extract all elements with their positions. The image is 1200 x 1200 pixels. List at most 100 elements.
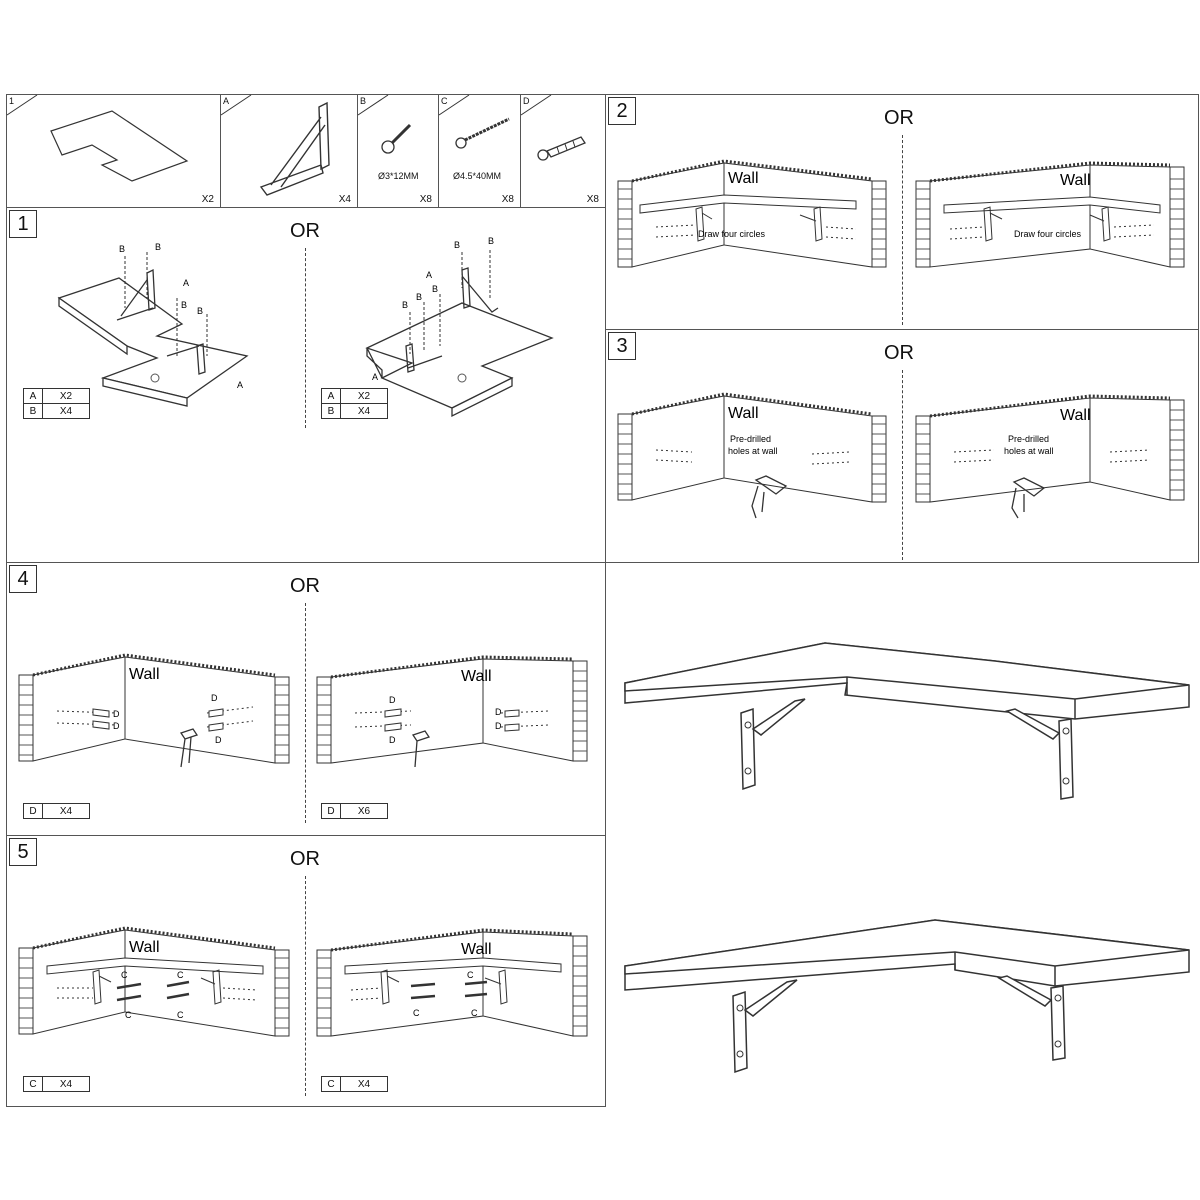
- letter-c: C: [413, 1008, 420, 1018]
- letter-d: D: [495, 721, 502, 731]
- step1-left-assembly-diagram: B B A B B A: [57, 242, 249, 407]
- part-qty: X8: [419, 194, 432, 205]
- step2-right-wall-diagram: Wall Draw four circles: [915, 161, 1185, 268]
- part-qty: X8: [501, 194, 514, 205]
- wall-anchor-icon: [537, 136, 586, 161]
- part-board-cell: 1 X2: [6, 94, 221, 207]
- or-label: OR: [290, 848, 320, 870]
- legend-qty: X4: [340, 1076, 388, 1092]
- letter-c: C: [121, 970, 128, 980]
- step2-note: Draw four circles: [698, 229, 766, 239]
- legend-key: D: [321, 803, 341, 819]
- letter-b: B: [155, 242, 161, 252]
- dashed-divider: [902, 135, 903, 325]
- step4-right-wall-diagram: Wall D D D D: [316, 655, 588, 768]
- legend-key: D: [23, 803, 43, 819]
- letter-a: A: [183, 278, 189, 288]
- part-bracket-cell: A X4: [220, 94, 358, 207]
- dashed-divider: [902, 370, 903, 560]
- part-tag: A: [223, 96, 230, 106]
- dashed-divider: [305, 248, 306, 428]
- short-screw-icon: [381, 123, 412, 154]
- part-tag: C: [441, 96, 448, 106]
- parts-panel: 1 X2 A X4 B Ø3*12MM X8 C Ø4.5*40MM X8: [6, 94, 606, 208]
- wall-label: Wall: [461, 668, 492, 685]
- part-qty: X8: [586, 194, 599, 205]
- letter-a: A: [372, 372, 378, 382]
- part-qty: X2: [201, 194, 214, 205]
- wall-label: Wall: [728, 170, 759, 187]
- letter-d: D: [495, 707, 502, 717]
- board-part-icon: [50, 110, 189, 182]
- letter-b: B: [488, 236, 494, 246]
- legend-key: C: [321, 1076, 341, 1092]
- part-tag: B: [360, 96, 367, 106]
- step3-left-wall-diagram: Wall Pre-drilled holes at wall: [617, 392, 887, 519]
- letter-d: D: [215, 735, 222, 745]
- or-label: OR: [884, 107, 914, 129]
- part-tag: D: [523, 96, 530, 106]
- letter-b: B: [119, 244, 125, 254]
- step-number: 3: [608, 332, 636, 360]
- legend-qty: X4: [42, 803, 90, 819]
- letter-c: C: [467, 970, 474, 980]
- part-tag: 1: [9, 96, 15, 106]
- step1-right-assembly-diagram: B B A B B B A: [365, 236, 554, 418]
- letter-c: C: [177, 970, 184, 980]
- legend-key: C: [23, 1076, 43, 1092]
- step-number: 1: [9, 210, 37, 238]
- letter-b: B: [416, 292, 422, 302]
- step4-left-wall-diagram: Wall D D D D: [18, 653, 290, 768]
- letter-c: C: [471, 1008, 478, 1018]
- step5-right-wall-diagram: Wall C C C: [316, 928, 588, 1037]
- step-2-panel: 2 OR Wall Draw four circles Wall: [605, 94, 1199, 330]
- part-screw-b-cell: B Ø3*12MM X8: [357, 94, 439, 207]
- finished-shelf-left-corner: [624, 919, 1190, 1074]
- step2-left-wall-diagram: Wall Draw four circles: [617, 159, 887, 268]
- letter-c: C: [125, 1010, 132, 1020]
- part-spec: Ø3*12MM: [378, 171, 419, 181]
- letter-d: D: [113, 721, 120, 731]
- or-label: OR: [290, 575, 320, 597]
- letter-b: B: [197, 306, 203, 316]
- letter-d: D: [389, 695, 396, 705]
- letter-b: B: [402, 300, 408, 310]
- legend-qty: X6: [340, 803, 388, 819]
- legend-key: B: [321, 403, 341, 419]
- step-1-panel: 1 OR B B A B B A B B A B B B: [6, 207, 606, 563]
- bracket-part-icon: [259, 101, 330, 196]
- wall-label: Wall: [1060, 407, 1091, 424]
- legend-qty: X2: [42, 388, 90, 404]
- wall-label: Wall: [728, 405, 759, 422]
- part-spec: Ø4.5*40MM: [453, 171, 502, 181]
- letter-a: A: [237, 380, 243, 390]
- step2-note: Draw four circles: [1014, 229, 1082, 239]
- step-4-panel: 4 OR Wall D D D D Wa: [6, 562, 606, 836]
- letter-d: D: [211, 693, 218, 703]
- letter-b: B: [432, 284, 438, 294]
- step3-right-wall-diagram: Wall Pre-drilled holes at wall: [915, 394, 1185, 519]
- legend-qty: X2: [340, 388, 388, 404]
- legend-qty: X4: [42, 403, 90, 419]
- long-screw-icon: [455, 117, 510, 149]
- wall-label: Wall: [129, 666, 160, 683]
- step3-note-line1: Pre-drilled: [1008, 434, 1049, 444]
- letter-d: D: [113, 709, 120, 719]
- dashed-divider: [305, 603, 306, 823]
- step-number: 2: [608, 97, 636, 125]
- legend-qty: X4: [340, 403, 388, 419]
- step5-left-wall-diagram: Wall C C C C: [18, 926, 290, 1037]
- step3-note-line1: Pre-drilled: [730, 434, 771, 444]
- legend-key: A: [321, 388, 341, 404]
- letter-c: C: [177, 1010, 184, 1020]
- legend-key: B: [23, 403, 43, 419]
- letter-b: B: [181, 300, 187, 310]
- legend-key: A: [23, 388, 43, 404]
- finished-shelf-right-corner: [624, 642, 1190, 800]
- or-label: OR: [290, 220, 320, 242]
- step3-note-line2: holes at wall: [1004, 446, 1054, 456]
